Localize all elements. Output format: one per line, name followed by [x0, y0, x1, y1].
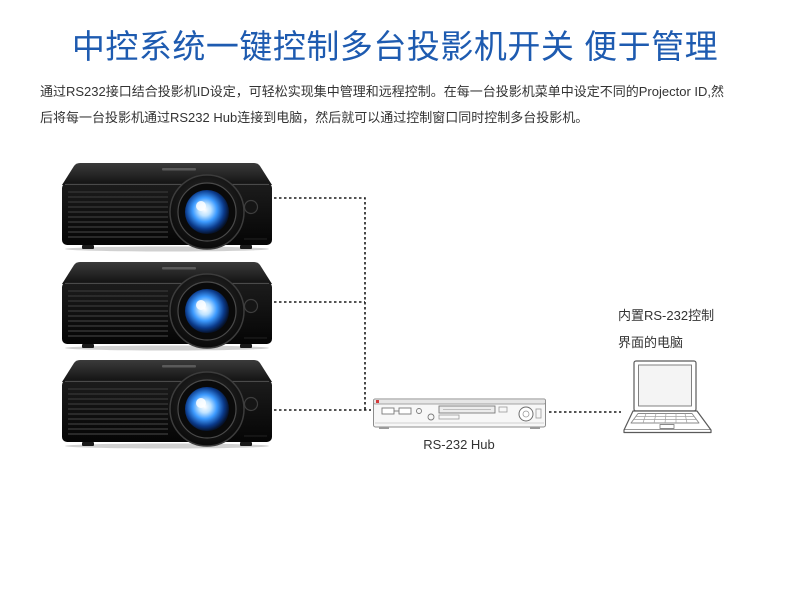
description: 通过RS232接口结合投影机ID设定，可轻松实现集中管理和远程控制。在每一台投影… — [40, 79, 760, 131]
page-title: 中控系统一键控制多台投影机开关 便于管理 — [71, 28, 719, 65]
computer-label-line: 内置RS-232控制 — [618, 308, 715, 323]
description-line: 通过RS232接口结合投影机ID设定，可轻松实现集中管理和远程控制。在每一台投影… — [40, 84, 724, 99]
projector-top-icon — [61, 162, 273, 253]
projector-bottom-icon — [61, 359, 273, 450]
hub-label: RS-232 Hub — [423, 437, 495, 452]
projector-middle-icon — [61, 261, 273, 352]
computer-label: 内置RS-232控制 界面的电脑 — [618, 302, 714, 356]
connection-line-projector-top — [274, 197, 366, 410]
rs232-hub-icon — [373, 398, 546, 429]
connection-lines — [274, 197, 621, 413]
computer-label-line: 界面的电脑 — [618, 335, 684, 350]
description-line: 后将每一台投影机通过RS232 Hub连接到电脑，然后就可以通过控制窗口同时控制… — [40, 110, 589, 125]
laptop-icon — [623, 360, 712, 434]
